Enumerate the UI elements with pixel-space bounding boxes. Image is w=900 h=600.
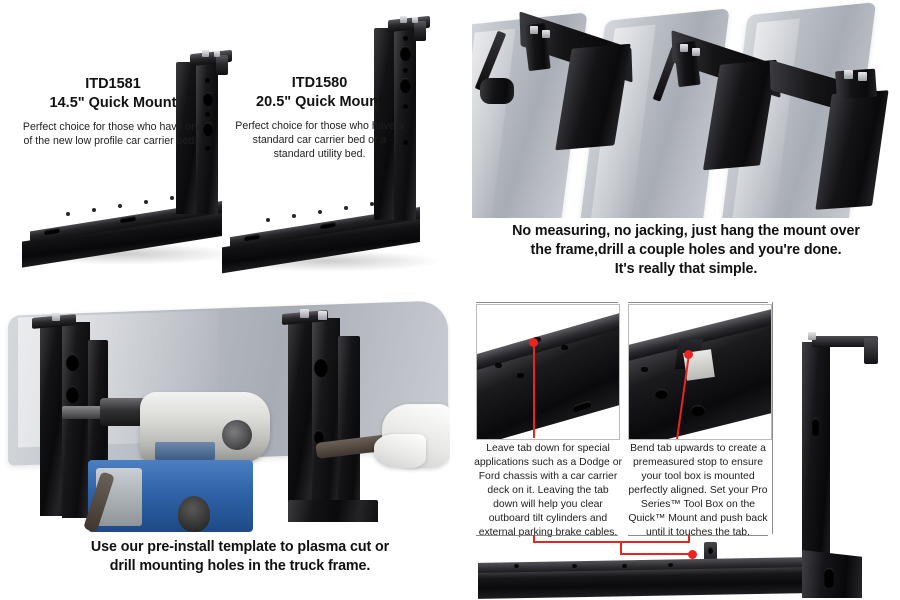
hanging-caption: No measuring, no jacking, just hang the …: [472, 222, 900, 279]
callout-leader-left: [533, 535, 535, 541]
hanging-caption-line-3: It's really that simple.: [614, 260, 758, 277]
inset-tab-down-photo: [476, 304, 620, 440]
callout-leader-to-tab: [620, 553, 692, 555]
tab-instructions-panel: Leave tab down for special applications …: [472, 292, 900, 600]
callout-leader-left-h: [533, 541, 622, 543]
hanging-caption-line-1: No measuring, no jacking, just hang the …: [512, 223, 860, 239]
drilling-caption: Use our pre-install template to plasma c…: [30, 538, 450, 576]
callout-leader-right-h: [622, 541, 690, 543]
drilling-caption-line-2: drill mounting holes in the truck frame.: [109, 557, 371, 574]
product-description: Perfect choice for those who have one of…: [22, 120, 204, 148]
callout-leader-right: [688, 535, 690, 541]
drilling-photo: [0, 300, 450, 532]
product-label-itd1581: ITD1581 14.5" Quick Mount Perfect choice…: [18, 75, 208, 148]
callout-line-tab-down: [533, 342, 535, 438]
inset-tab-up-photo: [628, 304, 772, 440]
product-description: Perfect choice for those who have a stan…: [235, 119, 404, 161]
hanging-caption-line-2: the frame,drill a couple holes and you'r…: [530, 241, 842, 258]
product-sku: ITD1581: [85, 76, 141, 92]
callout-leader-down: [620, 541, 622, 554]
drilling-caption-line-1: Use our pre-install template to plasma c…: [90, 539, 390, 555]
product-size: 14.5" Quick Mount: [49, 95, 177, 112]
product-sku: ITD1580: [291, 75, 348, 91]
callout-text-tab-down: Leave tab down for special applications …: [474, 443, 622, 539]
product-comparison-panel: ITD1581 14.5" Quick Mount Perfect choice…: [0, 0, 470, 290]
product-label-itd1580: ITD1580 20.5" Quick Mount Perfect choice…: [232, 74, 407, 161]
hanging-mounts-photo: [472, 0, 900, 218]
product-size: 20.5" Quick Mount: [256, 94, 383, 111]
callout-dot-tab-up: [684, 350, 693, 359]
callout-text-tab-up: Bend tab upwards to create a premeasured…: [628, 443, 768, 539]
callout-dot-tab-down: [529, 338, 538, 347]
callout-dot-main-tab: [688, 550, 697, 559]
